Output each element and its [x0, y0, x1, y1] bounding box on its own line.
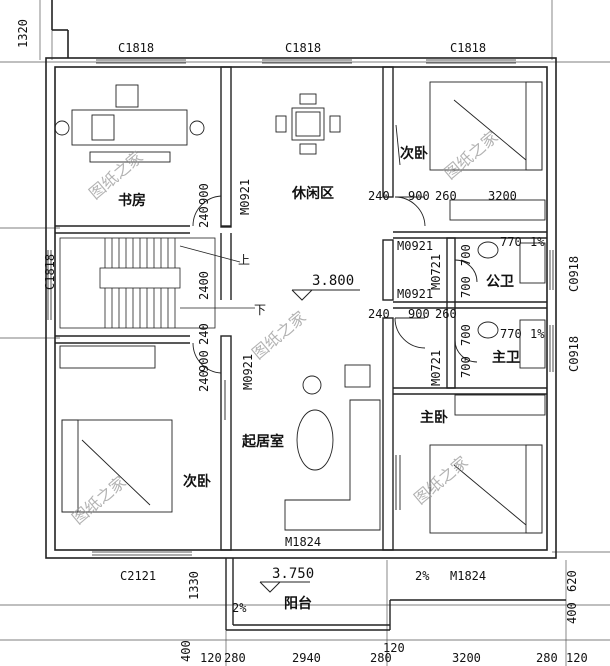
watermark-5: 图纸之家 [410, 452, 471, 508]
dim-700b: 700 [459, 276, 473, 298]
watermark-2: 图纸之家 [440, 127, 501, 183]
watermark-4: 图纸之家 [68, 472, 129, 528]
door-label-study: M0921 [238, 179, 252, 215]
dim-240e: 240 [197, 370, 211, 392]
window-openings [47, 59, 554, 556]
dim-b3200: 3200 [452, 651, 481, 665]
balcony-walls [225, 558, 566, 631]
dim-400r: 400 [565, 602, 579, 624]
slope-4: 2% [232, 601, 247, 615]
window-label-top-mid: C1818 [285, 41, 321, 55]
stair-up: 上 [238, 253, 250, 267]
dim-1320: 1320 [16, 19, 30, 48]
dim-b120a: 120 [200, 651, 222, 665]
dim-b280c: 280 [536, 651, 558, 665]
dim-b400: 400 [179, 640, 193, 662]
window-label-left: C1818 [43, 254, 57, 290]
dim-240c: 240 [368, 307, 390, 321]
window-label-right-2: C0918 [567, 336, 581, 372]
room-leisure: 休闲区 [291, 185, 334, 202]
floor-level: 3.800 [312, 273, 354, 289]
room-bedroom-ne: 次卧 [400, 145, 428, 162]
dim-900c: 900 [408, 307, 430, 321]
dim-b280a: 280 [224, 651, 246, 665]
bed-sw [59, 345, 173, 513]
tea-table [275, 93, 341, 155]
room-public-bath: 公卫 [486, 274, 514, 290]
window-label-right-1: C0918 [567, 256, 581, 292]
door-label-ne: M0921 [397, 239, 433, 253]
balcony-level: 3.750 [272, 566, 314, 582]
slope-2: 1% [530, 327, 545, 341]
door-label-pub-v: M0721 [429, 254, 443, 290]
room-bedroom-sw: 次卧 [183, 473, 211, 490]
dim-770a: 770 [500, 235, 522, 249]
dim-260c: 260 [435, 307, 457, 321]
dim-b280b: 280 [370, 651, 392, 665]
dim-b2940: 2940 [292, 651, 321, 665]
dim-900e: 900 [197, 350, 211, 372]
staircase [59, 237, 255, 329]
dim-240d: 240 [197, 323, 211, 345]
dim-260b: 260 [435, 189, 457, 203]
door-swings [192, 124, 478, 510]
study-desk [54, 84, 205, 163]
dim-620: 620 [565, 570, 579, 592]
labels: 1320 C1818 C1818 C1818 书房 休闲区 次卧 公卫 主卫 主… [16, 19, 588, 665]
dim-700a: 700 [459, 244, 473, 266]
bath-fixtures [477, 241, 546, 369]
dim-240a: 240 [197, 206, 211, 228]
room-living: 起居室 [241, 433, 284, 450]
door-label-living: M1824 [285, 535, 321, 549]
sofa [284, 364, 381, 531]
window-label-top-right: C1818 [450, 41, 486, 55]
stair-down: 下 [254, 303, 266, 317]
dim-2400: 2400 [197, 271, 211, 300]
dim-3200b: 3200 [488, 189, 517, 203]
room-master-bath: 主卫 [492, 349, 520, 366]
window-label-top-left: C1818 [118, 41, 154, 55]
dim-900b: 900 [408, 189, 430, 203]
bed-master [429, 394, 546, 534]
door-label-master-bottom: M1824 [450, 569, 486, 583]
window-label-bottom-left: C2121 [120, 569, 156, 583]
dim-900a: 900 [197, 183, 211, 205]
dim-1330: 1330 [187, 571, 201, 600]
level-marks [259, 289, 360, 593]
room-balcony: 阳台 [284, 595, 312, 612]
interior-walls [55, 66, 547, 551]
bed-ne [429, 81, 546, 221]
dim-b120b: 120 [383, 641, 405, 655]
room-master-bed: 主卧 [420, 409, 448, 426]
door-label-master-v: M0721 [429, 350, 443, 386]
dim-240b: 240 [368, 189, 390, 203]
door-label-pub: M0921 [397, 287, 433, 301]
dim-700c: 700 [459, 324, 473, 346]
dim-700d: 700 [459, 356, 473, 378]
slope-1: 1% [530, 235, 545, 249]
room-study: 书房 [118, 192, 146, 209]
door-label-sw: M0921 [241, 354, 255, 390]
dim-770b: 770 [500, 327, 522, 341]
slope-3: 2% [415, 569, 430, 583]
outer-walls [45, 0, 557, 559]
dim-b120c: 120 [566, 651, 588, 665]
